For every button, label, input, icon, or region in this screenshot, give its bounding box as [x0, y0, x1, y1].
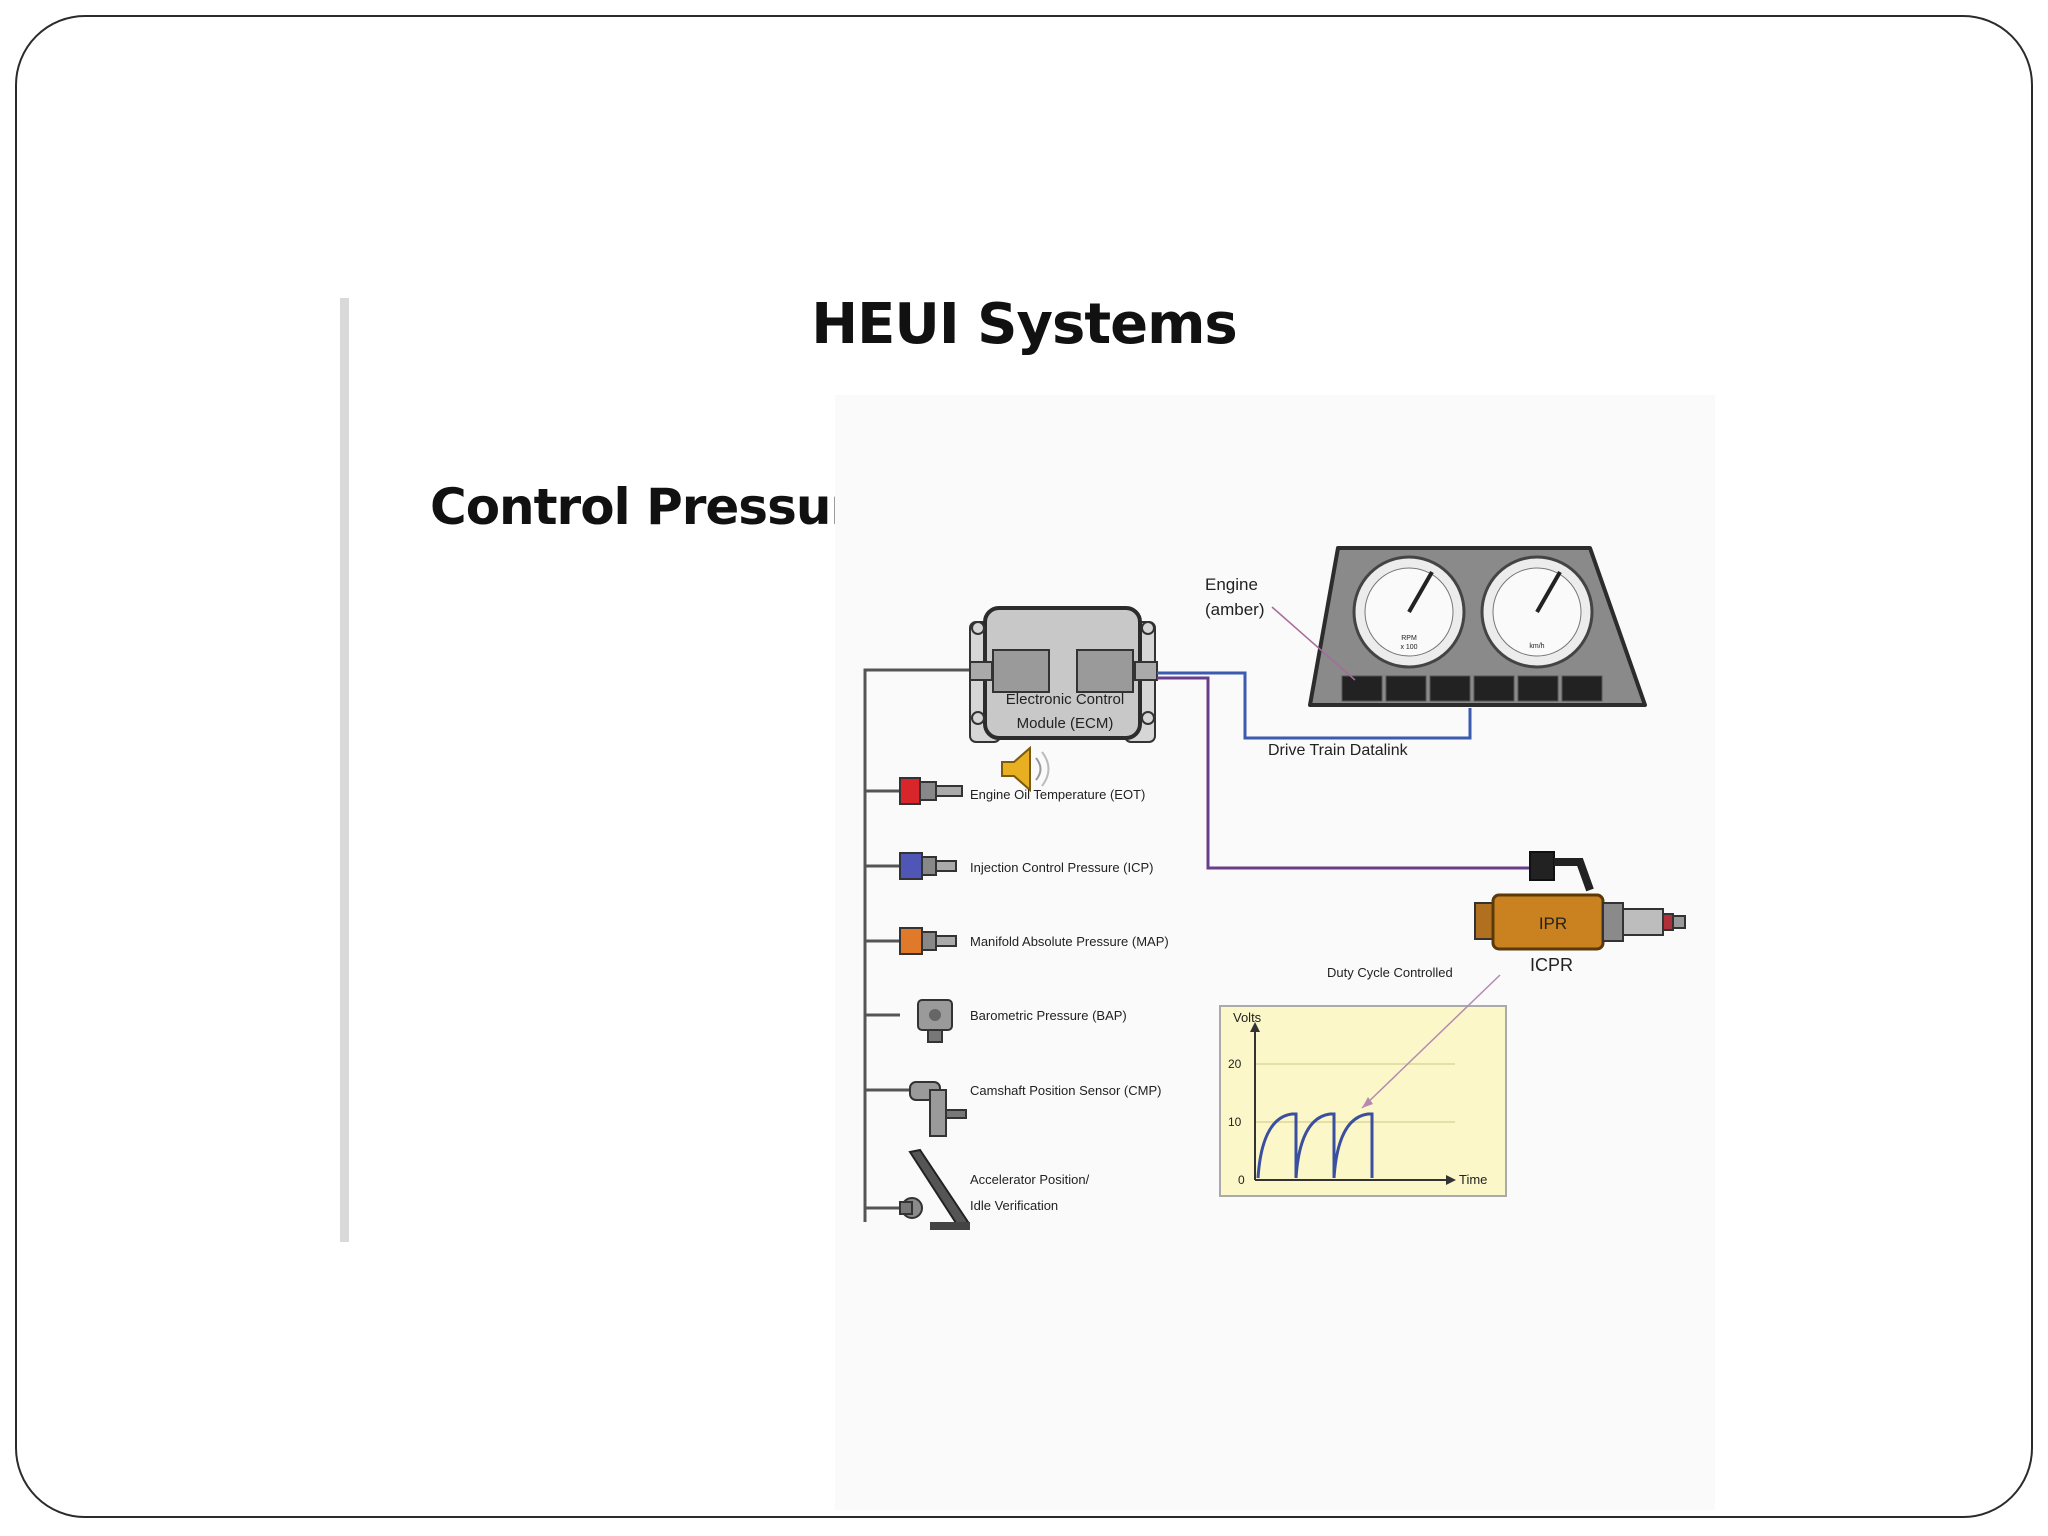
- engine-lamp-label-line2: (amber): [1205, 600, 1265, 619]
- ipr-label: IPR: [1539, 914, 1567, 933]
- bap-sensor-label: Barometric Pressure (BAP): [970, 1008, 1127, 1023]
- duty-cycle-graph: Volts 20 10 0 Time: [1219, 974, 1507, 1197]
- eot-sensor-icon: [899, 777, 963, 805]
- graph-tick-10: 10: [1228, 1115, 1242, 1129]
- accelerator-sensor-label-line2: Idle Verification: [970, 1198, 1058, 1213]
- map-sensor-label: Manifold Absolute Pressure (MAP): [970, 934, 1169, 949]
- speedometer-label: km/h: [1529, 643, 1544, 650]
- duty-cycle-label: Duty Cycle Controlled: [1327, 965, 1453, 980]
- speaker-icon: [1001, 745, 1050, 793]
- cmp-sensor-label: Camshaft Position Sensor (CMP): [970, 1083, 1161, 1098]
- eot-sensor-label: Engine Oil Temperature (EOT): [970, 787, 1145, 802]
- graph-tick-20: 20: [1228, 1057, 1242, 1071]
- accelerator-pedal-icon: [899, 1148, 970, 1230]
- datalink-wire: [1157, 671, 1472, 740]
- accelerator-sensor-label-line1: Accelerator Position/: [970, 1172, 1090, 1187]
- tachometer-needle: [1407, 571, 1434, 613]
- graph-time-label: Time: [1459, 1172, 1487, 1187]
- sensor-bus: [863, 668, 985, 1222]
- slide-title: HEUI Systems: [811, 292, 1238, 357]
- graph-volts-label: Volts: [1233, 1010, 1262, 1025]
- duty-cycle-waveform: [1256, 1112, 1374, 1179]
- tachometer-label-line2: x 100: [1400, 644, 1417, 651]
- ipr-valve: IPR: [1474, 851, 1686, 951]
- cmp-sensor-icon: [909, 1081, 967, 1137]
- speedometer-needle: [1535, 571, 1562, 613]
- icp-sensor-icon: [899, 852, 957, 880]
- datalink-label: Drive Train Datalink: [1268, 742, 1409, 759]
- tachometer-label-line1: RPM: [1401, 635, 1417, 642]
- ecm-label-line2: Module (ECM): [1017, 715, 1114, 732]
- icpr-label: ICPR: [1530, 955, 1573, 975]
- ecm-label-line1: Electronic Control: [1006, 691, 1124, 708]
- engine-lamp-label-line1: Engine: [1205, 575, 1258, 594]
- ecm-module: Electronic Control Module (ECM): [969, 606, 1158, 743]
- bap-sensor-icon: [917, 999, 953, 1043]
- slide-left-rule: [340, 298, 349, 1242]
- ipr-control-wire: [1157, 676, 1535, 870]
- map-sensor-icon: [899, 927, 957, 955]
- instrument-cluster: RPM x 100 km/h: [1271, 546, 1647, 707]
- icp-sensor-label: Injection Control Pressure (ICP): [970, 860, 1154, 875]
- graph-tick-0: 0: [1238, 1173, 1245, 1187]
